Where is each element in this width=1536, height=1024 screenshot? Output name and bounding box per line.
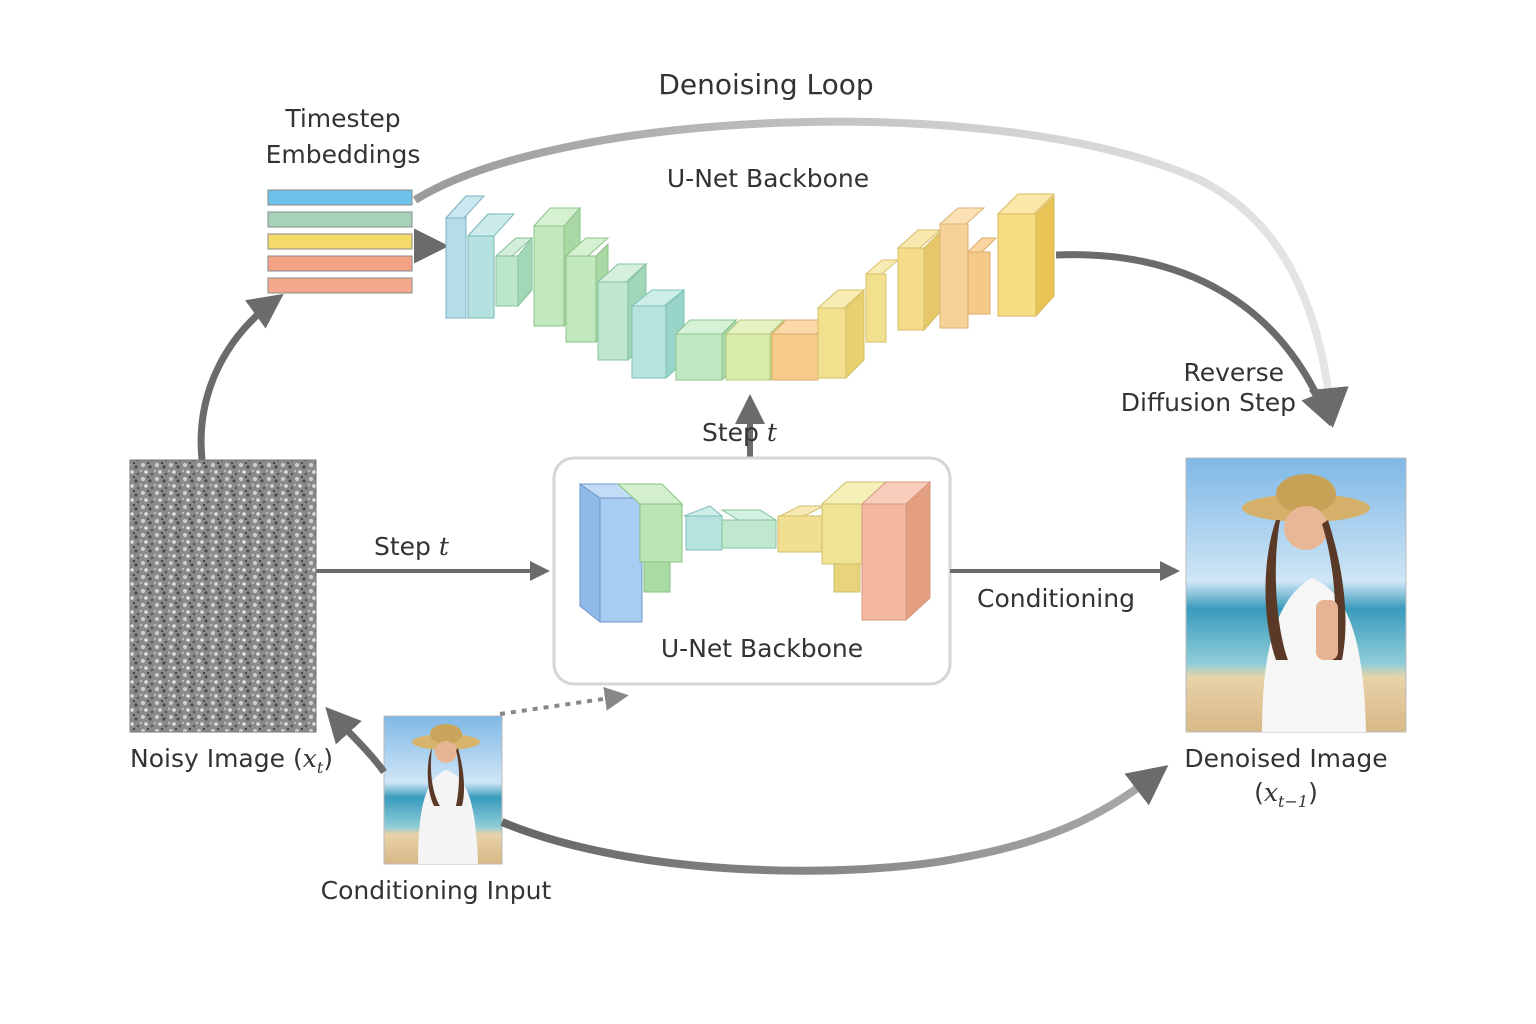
unet-middle-blocks [578, 480, 932, 624]
embedding-bar [267, 233, 413, 250]
conditioning-to-noisy-arrow [325, 706, 387, 775]
reverse-label-line2: Diffusion Step [1120, 388, 1296, 417]
step-up-text: Step [702, 418, 759, 447]
unet-top-label: U-Net Backbone [666, 164, 870, 193]
denoising-loop-arrow [412, 117, 1349, 428]
step-t-up-label: Step t [702, 418, 777, 448]
timestep-label-line1: Timestep [285, 104, 401, 133]
noisy-label-text: Noisy Image ( [130, 744, 303, 773]
conditioning-input-label: Conditioning Input [320, 876, 552, 905]
unet-to-output-arrow [1055, 251, 1334, 427]
step-t-left-label: Step t [374, 532, 449, 562]
timestep-label-line2: Embeddings [265, 140, 421, 169]
step-up-var: t [766, 418, 777, 447]
denoised-label-line2: (xt−1) [1166, 778, 1406, 811]
conditioning-dotted-arrow [499, 686, 629, 716]
embedding-bar [267, 211, 413, 228]
denoised-label-var: x [1263, 778, 1279, 807]
denoising-loop-title: Denoising Loop [658, 68, 874, 101]
reverse-diffusion-label: Reverse Diffusion Step [1104, 358, 1364, 418]
noisy-label-var: x [302, 744, 317, 773]
noisy-image [129, 459, 317, 733]
noisy-image-label: Noisy Image (xt) [130, 744, 333, 777]
denoised-label-open: ( [1254, 778, 1264, 807]
noisy-label-sub: t [316, 758, 324, 777]
denoised-label-sub: t−1 [1278, 792, 1309, 811]
conditioning-input-image [383, 715, 503, 865]
denoised-image [1185, 457, 1407, 733]
timestep-embeddings-label: Timestep Embeddings [243, 104, 443, 170]
step-left-var: t [438, 532, 449, 561]
step-left-text: Step [374, 532, 431, 561]
timestep-embedding-bars [267, 189, 413, 294]
embedding-bar [267, 255, 413, 272]
conditioning-label: Conditioning [977, 584, 1135, 613]
noisy-label-close: ) [323, 744, 334, 773]
reverse-label-line1: Reverse [1183, 358, 1285, 387]
embedding-bar [267, 189, 413, 206]
denoised-label-line1: Denoised Image [1184, 744, 1388, 773]
denoised-label-close: ) [1308, 778, 1318, 807]
embedding-bar [267, 277, 413, 294]
conditioning-bottom-arrow [500, 765, 1169, 875]
denoised-image-label: Denoised Image (xt−1) [1166, 744, 1406, 811]
noisy-to-embeddings-arrow [197, 293, 284, 461]
unet-box-label: U-Net Backbone [660, 634, 864, 663]
unet-top-blocks [444, 193, 1056, 382]
